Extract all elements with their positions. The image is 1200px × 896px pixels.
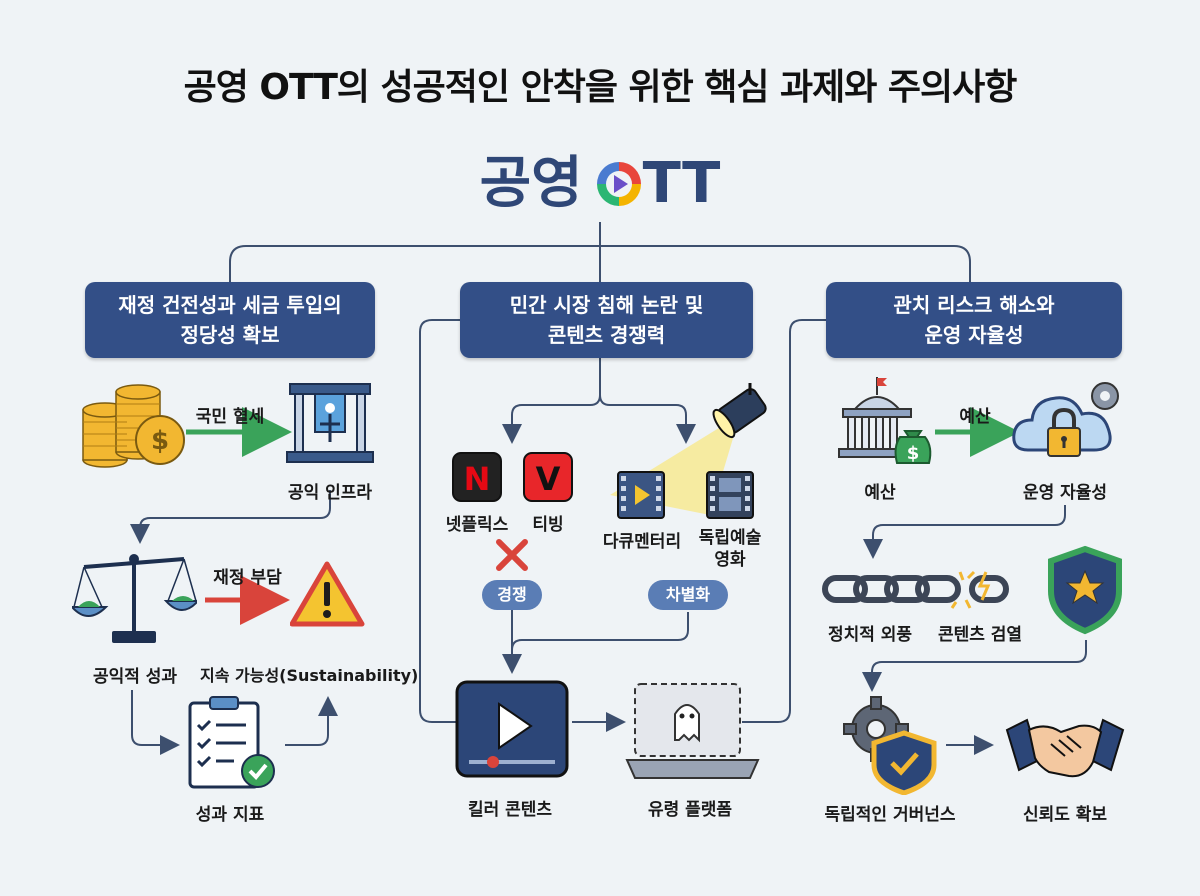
killer-content-label: 킬러 콘텐츠 bbox=[467, 800, 553, 820]
government-budget-icon: $ bbox=[838, 377, 932, 464]
tax-label: 국민 혈세 bbox=[195, 407, 265, 427]
compete-pill: 경쟁 bbox=[482, 580, 542, 610]
indie-film-label-line2: 영화 bbox=[714, 550, 746, 570]
header-finance-line2: 정당성 확보 bbox=[180, 323, 280, 347]
svg-text:$: $ bbox=[151, 426, 169, 456]
netflix-icon: N bbox=[452, 452, 502, 502]
governance-label: 독립적인 거버넌스 bbox=[824, 805, 956, 825]
documentary-film-icon bbox=[617, 471, 665, 519]
budget-arrow-label: 예산 bbox=[959, 407, 991, 427]
header-governance: 관치 리스크 해소와 운영 자율성 bbox=[826, 282, 1122, 358]
infrastructure-icon bbox=[286, 383, 374, 463]
page-title: 공영 OTT의 성공적인 안착을 위한 핵심 과제와 주의사항 bbox=[183, 67, 1018, 108]
ghost-platform-icon bbox=[625, 683, 760, 779]
indie-film-label: 독립예술 영화 bbox=[690, 527, 770, 571]
political-pressure-label: 정치적 외풍 bbox=[827, 625, 913, 645]
header-market-line1: 민간 시장 침해 논란 및 bbox=[509, 293, 704, 317]
sustainability-label: 지속 가능성(Sustainability) bbox=[200, 666, 419, 685]
header-governance-line2: 운영 자율성 bbox=[924, 323, 1024, 347]
killer-content-player-icon bbox=[455, 680, 569, 778]
logo: 공영 TT bbox=[0, 138, 1200, 219]
differentiation-pill: 차별화 bbox=[648, 580, 728, 610]
svg-text:V: V bbox=[536, 460, 561, 498]
scale-icon bbox=[72, 554, 197, 643]
netflix-label: 넷플릭스 bbox=[445, 515, 509, 535]
broken-chain-icon bbox=[822, 570, 1009, 609]
cloud-lock-icon bbox=[1012, 382, 1119, 457]
shield-star-icon bbox=[1048, 545, 1122, 635]
infra-label: 공익 인프라 bbox=[287, 483, 373, 503]
trust-label: 신뢰도 확보 bbox=[1022, 805, 1108, 825]
autonomy-label: 운영 자율성 bbox=[1022, 483, 1108, 503]
gear-shield-icon bbox=[843, 696, 937, 795]
burden-label: 재정 부담 bbox=[213, 568, 282, 588]
public-performance-label: 공익적 성과 bbox=[92, 667, 178, 687]
header-finance-line1: 재정 건전성과 세금 투입의 bbox=[118, 293, 342, 317]
cross-icon bbox=[496, 539, 528, 571]
handshake-icon bbox=[1005, 718, 1125, 778]
svg-text:$: $ bbox=[907, 443, 920, 464]
ghost-platform-label: 유령 플랫폼 bbox=[647, 800, 733, 820]
tving-icon: V bbox=[523, 452, 573, 502]
svg-text:N: N bbox=[464, 460, 491, 498]
tving-label: 티빙 bbox=[532, 515, 564, 535]
header-market-line2: 콘텐츠 경쟁력 bbox=[547, 323, 666, 347]
header-finance: 재정 건전성과 세금 투입의 정당성 확보 bbox=[85, 282, 375, 358]
censorship-label: 콘텐츠 검열 bbox=[937, 625, 1023, 645]
play-logo-icon bbox=[596, 162, 641, 206]
documentary-label: 다큐멘터리 bbox=[602, 532, 682, 552]
header-market: 민간 시장 침해 논란 및 콘텐츠 경쟁력 bbox=[460, 282, 753, 358]
budget-label: 예산 bbox=[864, 483, 896, 503]
coins-icon: $ bbox=[82, 384, 185, 468]
logo-text-tt: TT bbox=[642, 151, 721, 216]
kpi-label: 성과 지표 bbox=[195, 805, 265, 825]
header-governance-line1: 관치 리스크 해소와 bbox=[893, 293, 1055, 317]
warning-icon bbox=[290, 561, 365, 627]
checklist-icon bbox=[188, 696, 275, 789]
film-strip-icon bbox=[706, 471, 754, 519]
indie-film-label-line1: 독립예술 bbox=[698, 528, 762, 548]
logo-text-korean: 공영 bbox=[479, 151, 583, 216]
